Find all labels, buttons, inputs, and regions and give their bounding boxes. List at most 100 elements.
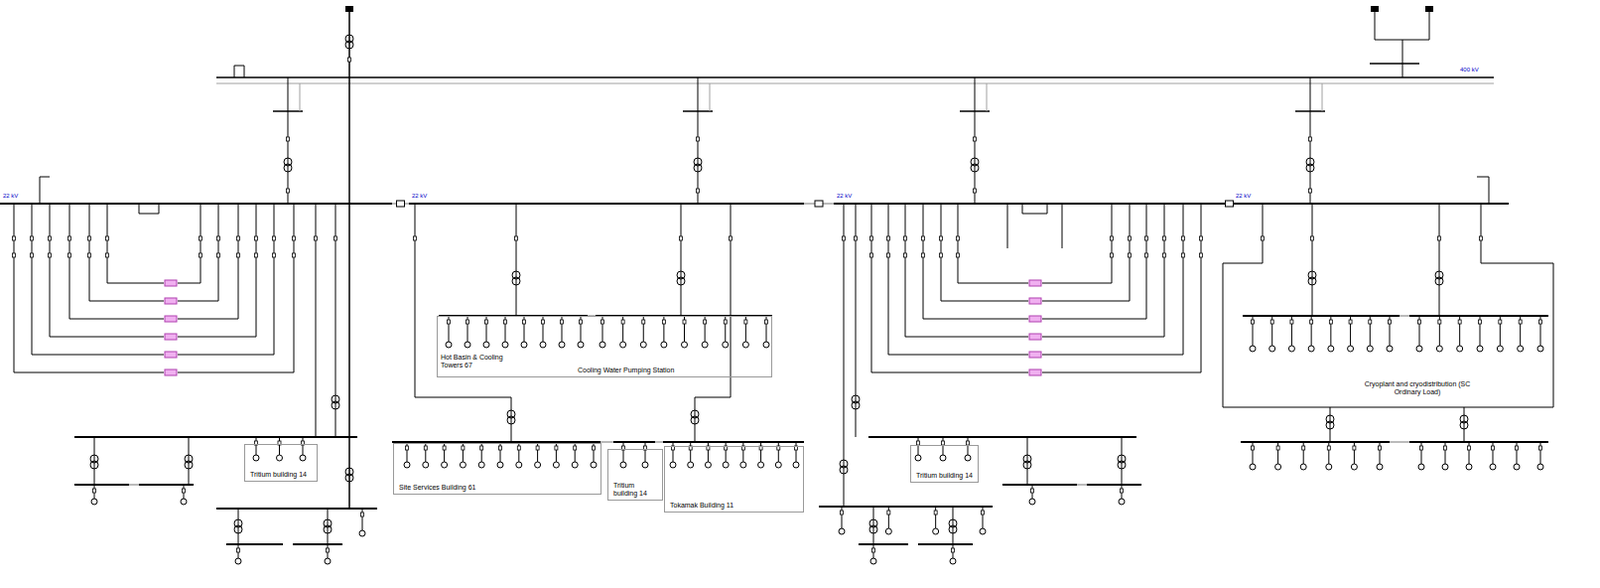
breaker-symbol [272,236,276,241]
load-symbol [590,461,597,468]
wire [138,483,194,486]
wire [672,441,674,462]
breaker-symbol [12,253,16,258]
load-symbol [949,557,956,564]
breaker-symbol [1467,445,1471,450]
breaker-symbol [872,547,876,552]
wire [967,436,969,455]
transformer-symbol [1326,420,1334,429]
wire [89,300,164,302]
wire [177,354,274,356]
load-symbol [324,557,331,564]
load-symbol [558,341,565,348]
load-symbol [478,461,485,468]
wire [293,203,295,373]
load-symbol [701,341,708,348]
breaker-symbol [1368,319,1372,324]
breaker-symbol [1251,445,1255,450]
wire [888,354,1029,356]
breaker-symbol [480,445,484,450]
wire [680,203,682,316]
load-symbol [445,341,452,348]
wire [602,315,604,342]
coupler-symbol [397,200,405,207]
voltage-label: 22 kV [410,192,428,200]
wire [107,203,109,283]
wire [1402,39,1404,78]
wire [833,202,1226,205]
grid-symbol [345,5,354,12]
breaker-symbol [326,547,330,552]
wire [1468,441,1470,464]
wire [278,436,280,455]
load-symbol [870,557,877,564]
load-symbol [915,454,922,461]
breaker-symbol [981,510,985,515]
wire [408,202,804,205]
wire [643,315,645,342]
load-symbol [964,454,971,461]
wire [177,336,257,338]
load-symbol [464,341,471,348]
wire [855,203,857,437]
wire [1252,441,1254,464]
breaker-symbol [1309,188,1313,193]
breaker-symbol [887,510,891,515]
breaker-symbol [939,253,943,258]
wire [1022,203,1048,214]
breaker-symbol [1388,319,1392,324]
wire [1240,440,1390,443]
load-symbol [253,454,260,461]
breaker-symbol [423,445,427,450]
area-label: Hot Basin & Cooling Towers 67 [439,353,522,370]
breaker-symbol [554,445,558,450]
breaker-symbol [68,236,72,241]
transformer-symbol [323,525,332,534]
wire [957,203,959,283]
breaker-symbol [541,319,545,324]
wire [1459,315,1461,346]
breaker-symbol [106,253,110,258]
load-symbol [459,461,466,468]
wire [1242,314,1400,317]
wire [1492,441,1494,464]
transformer-symbol [869,525,878,534]
breaker-symbol [1438,236,1442,241]
load-symbol [1517,345,1524,352]
breaker-symbol [517,445,521,450]
wire [942,436,944,455]
breaker-symbol [729,236,733,241]
wire [1479,315,1481,346]
wire [1042,354,1184,356]
wire [500,441,502,462]
wire [443,441,445,462]
breaker-symbol [1128,253,1132,258]
wire [1291,315,1293,346]
breaker-symbol [1031,488,1035,493]
wire [200,203,202,283]
load-symbol [1442,463,1449,470]
wire [69,318,164,320]
wire [536,441,538,462]
breaker-symbol [237,253,241,258]
transformer-symbol [331,400,340,409]
cable-symbol [1029,333,1042,340]
breaker-symbol [1163,253,1167,258]
load-symbol [1288,345,1295,352]
wire [1252,315,1254,346]
breaker-symbol [842,236,846,241]
breaker-symbol [1182,236,1186,241]
breaker-symbol [523,319,527,324]
wire [873,543,875,558]
wire [362,508,364,531]
wire [0,202,393,205]
area-label: Cryoplant and cryodistribution (SC Ordin… [1351,380,1483,397]
coupler-symbol [814,200,823,207]
load-symbol [758,461,765,468]
load-symbol [1308,345,1315,352]
load-symbol [441,461,448,468]
breaker-symbol [679,236,683,241]
wire [1519,315,1521,346]
cable-symbol [164,351,177,358]
breaker-symbol [292,236,296,241]
